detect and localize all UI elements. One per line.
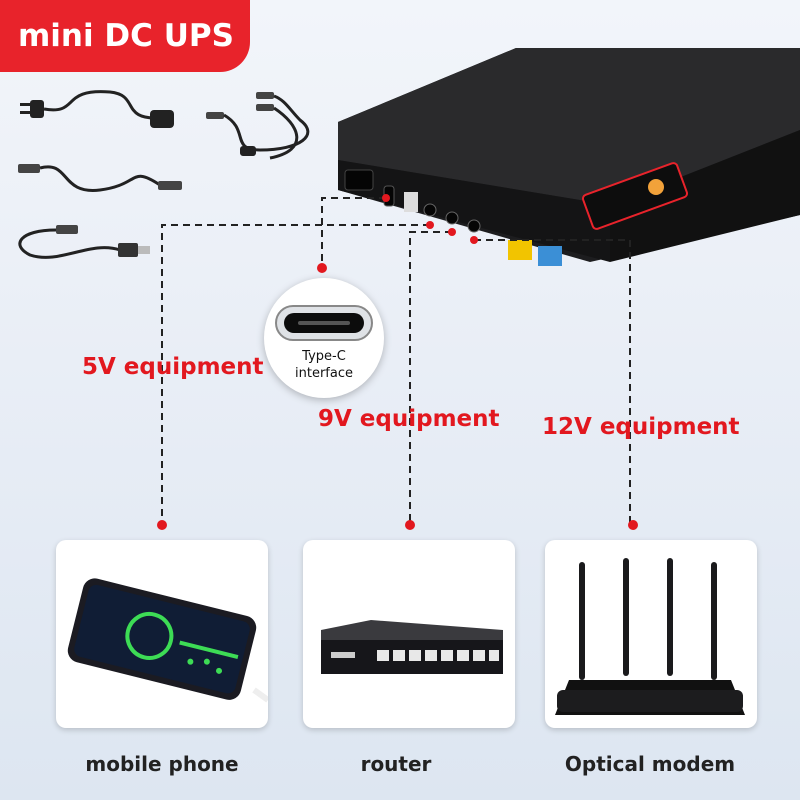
product-title-banner: mini DC UPS <box>0 0 250 72</box>
connector-dot <box>426 221 434 229</box>
optical-modem-card <box>545 540 757 728</box>
connector-dot <box>448 228 456 236</box>
label-12v-equipment: 12V equipment <box>542 414 740 440</box>
connector-dot <box>382 194 390 202</box>
battery-indicator-panel <box>581 162 689 230</box>
connector-dot <box>317 263 327 273</box>
type-c-sublabel: interface <box>295 366 353 381</box>
power-cord-icon <box>20 90 174 128</box>
router-label: router <box>360 752 432 776</box>
connector-dot <box>628 520 638 530</box>
connector-dot <box>405 520 415 530</box>
type-c-port-icon <box>275 305 373 341</box>
connector-dot <box>157 520 167 530</box>
connector-dot <box>470 236 478 244</box>
optical-modem-label: Optical modem <box>564 752 736 776</box>
network-switch-icon <box>321 620 503 674</box>
dc-cable-icon <box>18 164 182 192</box>
label-9v-equipment: 9V equipment <box>318 406 500 432</box>
usb-cable-icon <box>18 225 150 259</box>
label-5v-equipment: 5V equipment <box>82 354 264 380</box>
splitter-cable-icon <box>206 92 310 160</box>
mobile-phone-label: mobile phone <box>85 752 239 776</box>
wifi-router-icon <box>555 558 745 715</box>
type-c-callout: Type-C interface <box>264 278 384 398</box>
type-c-label: Type-C <box>302 349 346 364</box>
router-card <box>303 540 515 728</box>
mobile-phone-card <box>56 540 268 728</box>
phone-charging-icon <box>67 578 268 703</box>
